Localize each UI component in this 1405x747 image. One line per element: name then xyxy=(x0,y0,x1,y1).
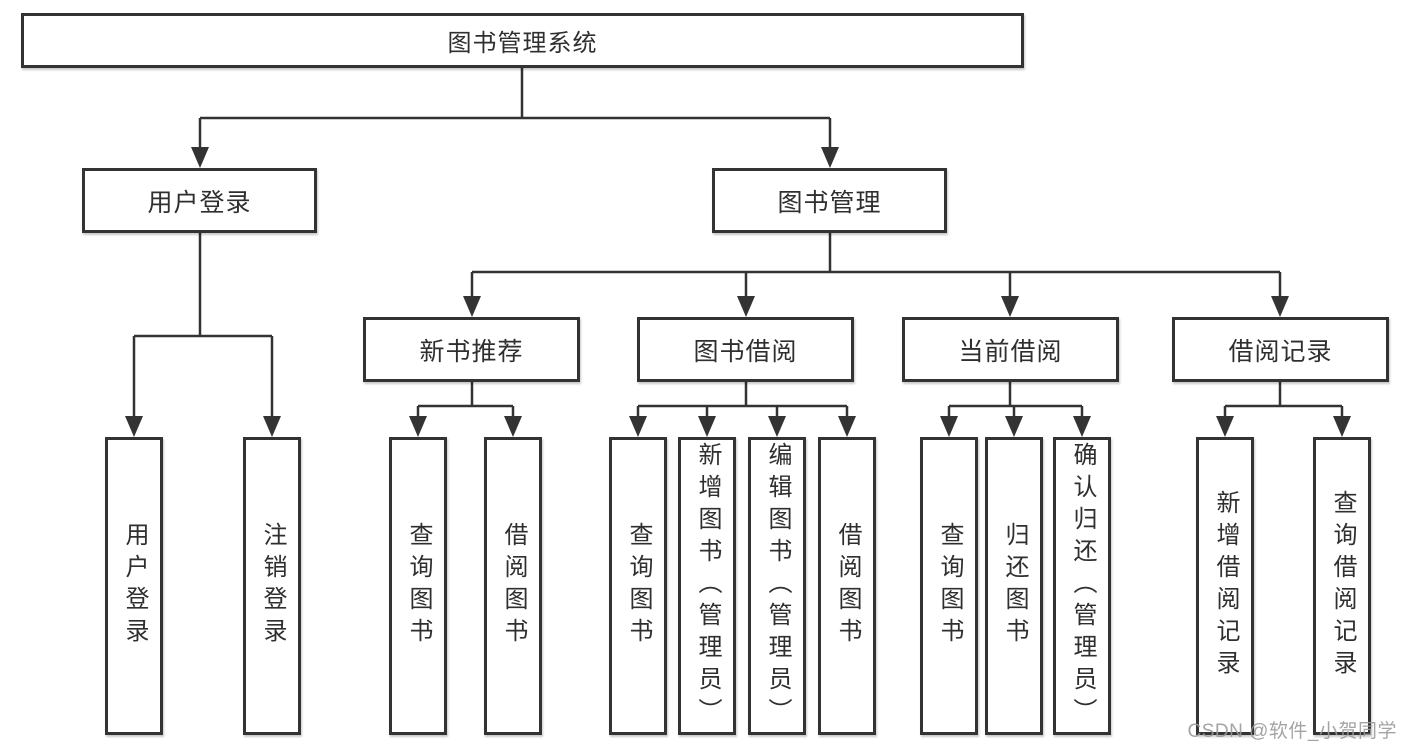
node-current-borrow: 当前借阅 xyxy=(902,317,1119,382)
connector-borrow-records-to-leaves xyxy=(1223,382,1344,419)
connector-user-login-to-leaves xyxy=(132,233,274,419)
leaf-add-borrow-record-label: 新增借阅记录 xyxy=(1212,490,1239,682)
arrow-down-icon xyxy=(838,416,856,437)
node-user-login: 用户登录 xyxy=(82,168,317,233)
node-book-management: 图书管理 xyxy=(712,168,947,233)
node-user-login-label: 用户登录 xyxy=(147,188,252,217)
node-borrow-records-label: 借阅记录 xyxy=(1228,337,1333,366)
node-root: 图书管理系统 xyxy=(21,13,1024,68)
arrow-down-icon xyxy=(191,147,209,168)
connector-new-book-to-leaves xyxy=(416,382,515,419)
leaf-return-book-label: 归还图书 xyxy=(1001,522,1028,650)
node-book-borrow: 图书借阅 xyxy=(637,317,854,382)
arrow-down-icon xyxy=(1005,416,1023,437)
leaf-query-book-1: 查询图书 xyxy=(389,437,447,735)
leaf-query-book-3: 查询图书 xyxy=(920,437,978,735)
arrow-down-icon xyxy=(1333,416,1351,437)
connector-book-management-to-level3 xyxy=(470,233,1282,299)
arrow-down-icon xyxy=(1001,296,1019,317)
node-current-borrow-label: 当前借阅 xyxy=(958,337,1063,366)
leaf-query-book-2-label: 查询图书 xyxy=(625,522,652,650)
node-new-book-recommend: 新书推荐 xyxy=(363,317,580,382)
leaf-add-book-admin-label: 新增图书（管理员） xyxy=(694,442,721,730)
connector-book-borrow-to-leaves xyxy=(636,382,849,419)
leaf-add-book-admin: 新增图书（管理员） xyxy=(678,437,736,735)
arrow-down-icon xyxy=(768,416,786,437)
leaf-edit-book-admin-label: 编辑图书（管理员） xyxy=(764,442,791,730)
arrow-down-icon xyxy=(1216,416,1234,437)
node-borrow-records: 借阅记录 xyxy=(1172,317,1389,382)
arrow-down-icon xyxy=(409,416,427,437)
arrow-down-icon xyxy=(629,416,647,437)
leaf-borrow-book-2: 借阅图书 xyxy=(818,437,876,735)
arrow-down-icon xyxy=(263,416,281,437)
arrow-down-icon xyxy=(1271,296,1289,317)
node-root-label: 图书管理系统 xyxy=(447,30,598,57)
node-book-borrow-label: 图书借阅 xyxy=(693,337,798,366)
leaf-logout-label: 注销登录 xyxy=(259,522,286,650)
leaf-confirm-return-admin-label: 确认归还（管理员） xyxy=(1069,442,1096,730)
leaf-query-book-3-label: 查询图书 xyxy=(936,522,963,650)
leaf-borrow-book-1: 借阅图书 xyxy=(484,437,542,735)
connector-current-borrow-to-leaves xyxy=(947,382,1084,419)
leaf-borrow-book-2-label: 借阅图书 xyxy=(834,522,861,650)
arrow-down-icon xyxy=(698,416,716,437)
leaf-query-book-1-label: 查询图书 xyxy=(405,522,432,650)
leaf-user-login-label: 用户登录 xyxy=(121,522,148,650)
leaf-logout: 注销登录 xyxy=(243,437,301,735)
leaf-edit-book-admin: 编辑图书（管理员） xyxy=(748,437,806,735)
leaf-query-borrow-record: 查询借阅记录 xyxy=(1313,437,1371,735)
arrow-down-icon xyxy=(737,296,755,317)
leaf-add-borrow-record: 新增借阅记录 xyxy=(1196,437,1254,735)
leaf-user-login: 用户登录 xyxy=(105,437,163,735)
arrow-down-icon xyxy=(504,416,522,437)
leaf-query-borrow-record-label: 查询借阅记录 xyxy=(1329,490,1356,682)
leaf-confirm-return-admin: 确认归还（管理员） xyxy=(1053,437,1111,735)
node-book-management-label: 图书管理 xyxy=(777,188,882,217)
leaf-return-book: 归还图书 xyxy=(985,437,1043,735)
connector-root-to-level2 xyxy=(198,68,832,150)
node-new-book-recommend-label: 新书推荐 xyxy=(419,337,524,366)
arrow-down-icon xyxy=(463,296,481,317)
arrow-down-icon xyxy=(821,147,839,168)
arrow-down-icon xyxy=(125,416,143,437)
csdn-watermark: CSDN @软件_小贺同学 xyxy=(1187,721,1397,742)
leaf-query-book-2: 查询图书 xyxy=(609,437,667,735)
arrow-down-icon xyxy=(1073,416,1091,437)
arrow-down-icon xyxy=(940,416,958,437)
leaf-borrow-book-1-label: 借阅图书 xyxy=(500,522,527,650)
